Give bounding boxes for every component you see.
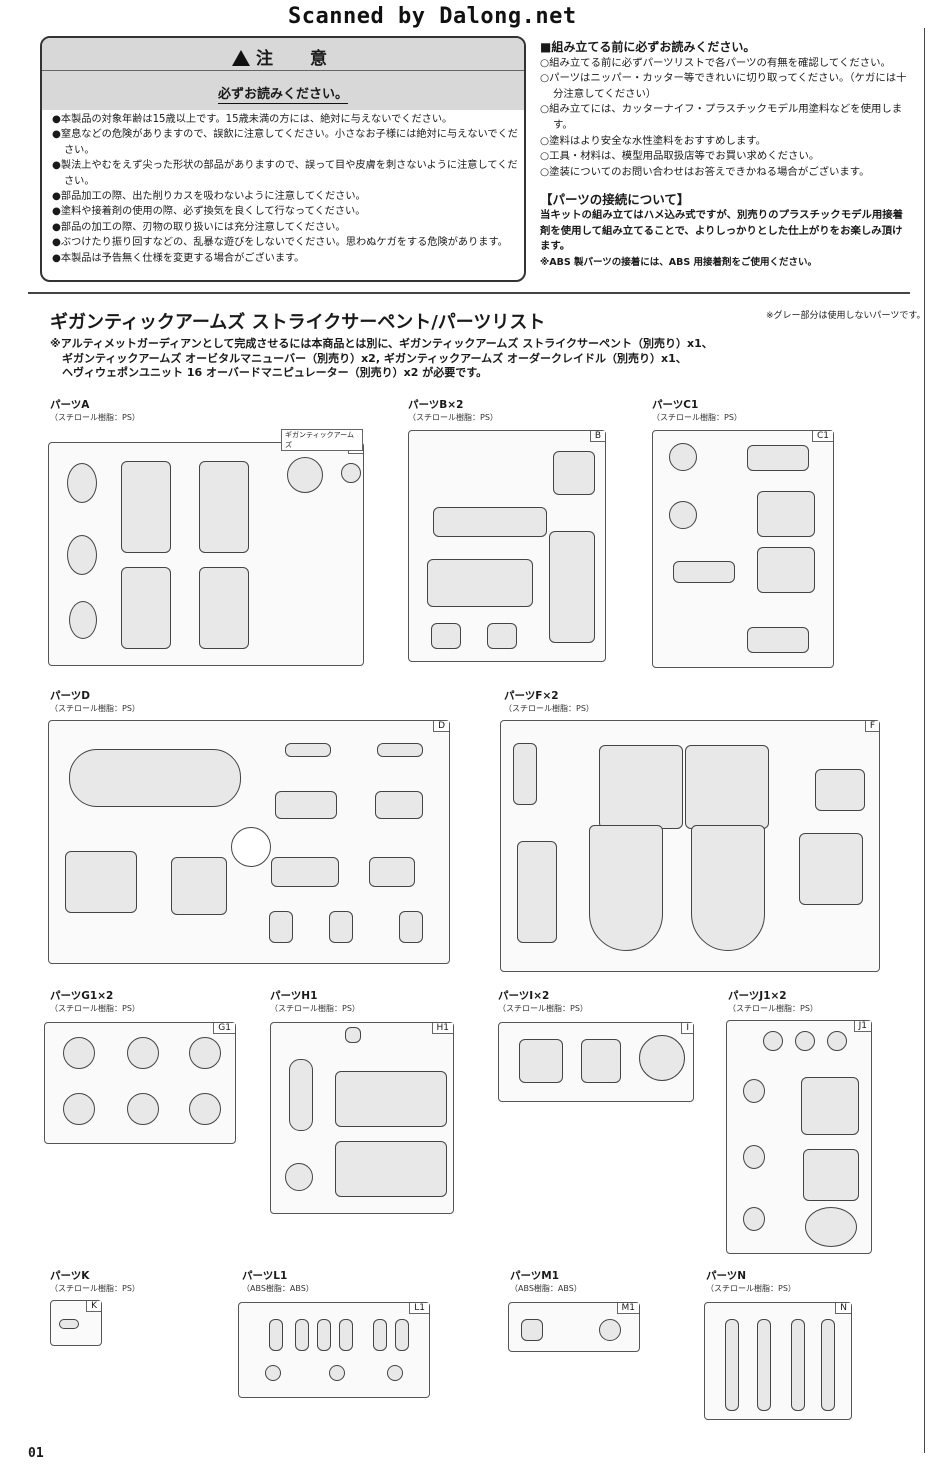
runner-j1-label: パーツJ1×2 （スチロール樹脂：PS） xyxy=(728,990,818,1013)
runner-i: I xyxy=(498,1022,694,1102)
caution-list: ●本製品の対象年齢は15歳以上です。15歳未満の方には、絶対に与えないでください… xyxy=(52,112,518,266)
note-item: ○塗装についてのお問い合わせはお答えできかねる場合がございます。 xyxy=(540,165,870,178)
caution-item: ●部品の加工の際、刃物の取り扱いには充分注意してください。 xyxy=(52,221,346,233)
runner-i-label: パーツI×2 （スチロール樹脂：PS） xyxy=(498,990,588,1013)
runner-l1-label: パーツL1 （ABS樹脂：ABS） xyxy=(242,1270,314,1293)
runner-g1: G1 xyxy=(44,1022,236,1144)
runner-j1: J1 xyxy=(726,1020,872,1254)
caution-item: ●本製品は予告無く仕様を変更する場合がございます。 xyxy=(52,252,305,264)
runner-a-brand: ギガンティックアームズ xyxy=(281,429,363,451)
caution-item: ●本製品の対象年齢は15歳以上です。15歳未満の方には、絶対に与えないでください… xyxy=(52,114,453,125)
page-number: 01 xyxy=(28,1446,44,1461)
runner-k: K xyxy=(50,1300,102,1346)
section-divider xyxy=(28,292,910,294)
runner-n: N xyxy=(704,1302,852,1420)
runner-f-label: パーツF×2 （スチロール樹脂：PS） xyxy=(504,690,594,713)
abs-note: ※ABS 製パーツの接着には、ABS 用接着剤をご使用ください。 xyxy=(540,256,818,268)
must-read-label: 必ずお読みください。 xyxy=(217,87,348,104)
runner-d: D xyxy=(48,720,450,964)
caution-item: ●ぶつけたり振り回すなどの、乱暴な遊びをしないでください。思わぬケガをする危険が… xyxy=(52,237,508,249)
note-item: ○組み立てる前に必ずパーツリストで各パーツの有無を確認してください。 xyxy=(540,56,891,69)
caution-title: 注 意 xyxy=(232,44,337,69)
connect-heading: 【パーツの接続について】 xyxy=(540,192,690,208)
caution-header xyxy=(42,38,524,110)
runner-l1: L1 xyxy=(238,1302,430,1398)
caution-item: ●部品加工の際、出た削りカスを吸わないように注意してください。 xyxy=(52,191,366,203)
runner-b: B xyxy=(408,430,606,662)
runner-b-label: パーツB×2 （スチロール樹脂：PS） xyxy=(408,399,498,422)
runner-a-label: パーツA （スチロール樹脂：PS） xyxy=(50,399,140,422)
grey-parts-note: ※グレー部分は使用しないパーツです。 xyxy=(766,311,926,321)
assembly-notes: ■組み立てる前に必ずお読みください。 ○組み立てる前に必ずパーツリストで各パーツ… xyxy=(540,40,910,270)
runner-k-label: パーツK （スチロール樹脂：PS） xyxy=(50,1270,140,1293)
scan-watermark: Scanned by Dalong.net xyxy=(288,4,577,29)
runner-h1-label: パーツH1 （スチロール樹脂：PS） xyxy=(270,990,360,1013)
warning-icon xyxy=(232,50,250,66)
runner-d-label: パーツD （スチロール樹脂：PS） xyxy=(50,690,140,713)
page-border xyxy=(924,28,925,1453)
runner-m1: M1 xyxy=(508,1302,640,1352)
requirement-note: ※アルティメットガーディアンとして完成させるには本商品とは別に、ギガンティックア… xyxy=(50,337,713,379)
caution-item: ●製法上やむをえず尖った形状の部品がありますので、誤って目や皮膚を刺さないように… xyxy=(52,160,518,187)
caution-box: 注 意 必ずお読みください。 ●本製品の対象年齢は15歳以上です。15歳未満の方… xyxy=(40,36,526,282)
runner-c1-label: パーツC1 （スチロール樹脂：PS） xyxy=(652,399,742,422)
notes-heading: ■組み立てる前に必ずお読みください。 xyxy=(540,40,756,54)
runner-a: A ギガンティックアームズ xyxy=(48,429,364,666)
caution-item: ●窒息などの危険がありますので、誤飲に注意してください。小さなお子様には絶対に与… xyxy=(52,129,518,156)
runner-n-label: パーツN （スチロール樹脂：PS） xyxy=(706,1270,796,1293)
note-item: ○工具・材料は、模型用品取扱店等でお買い求めください。 xyxy=(540,150,820,163)
runner-m1-label: パーツM1 （ABS樹脂：ABS） xyxy=(510,1270,582,1293)
note-item: ○組み立てには、カッターナイフ・プラスチックモデル用塗料などを使用します。 xyxy=(540,103,903,131)
note-item: ○塗料はより安全な水性塗料をおすすめします。 xyxy=(540,134,767,147)
parts-list-title: ギガンティックアームズ ストライクサーペント/パーツリスト xyxy=(50,312,546,333)
runner-h1: H1 xyxy=(270,1022,454,1214)
caution-item: ●塗料や接着剤の使用の際、必ず換気を良くして行なってください。 xyxy=(52,206,366,218)
runner-f: F xyxy=(500,720,880,972)
note-item: ○パーツはニッパー・カッター等できれいに切り取ってください。（ケガには十分注意し… xyxy=(540,72,907,100)
connect-text: 当キットの組み立てはハメ込み式ですが、別売りのプラスチックモデル用接着剤を使用し… xyxy=(540,208,904,253)
runner-g1-label: パーツG1×2 （スチロール樹脂：PS） xyxy=(50,990,140,1013)
runner-c1: C1 xyxy=(652,430,834,668)
